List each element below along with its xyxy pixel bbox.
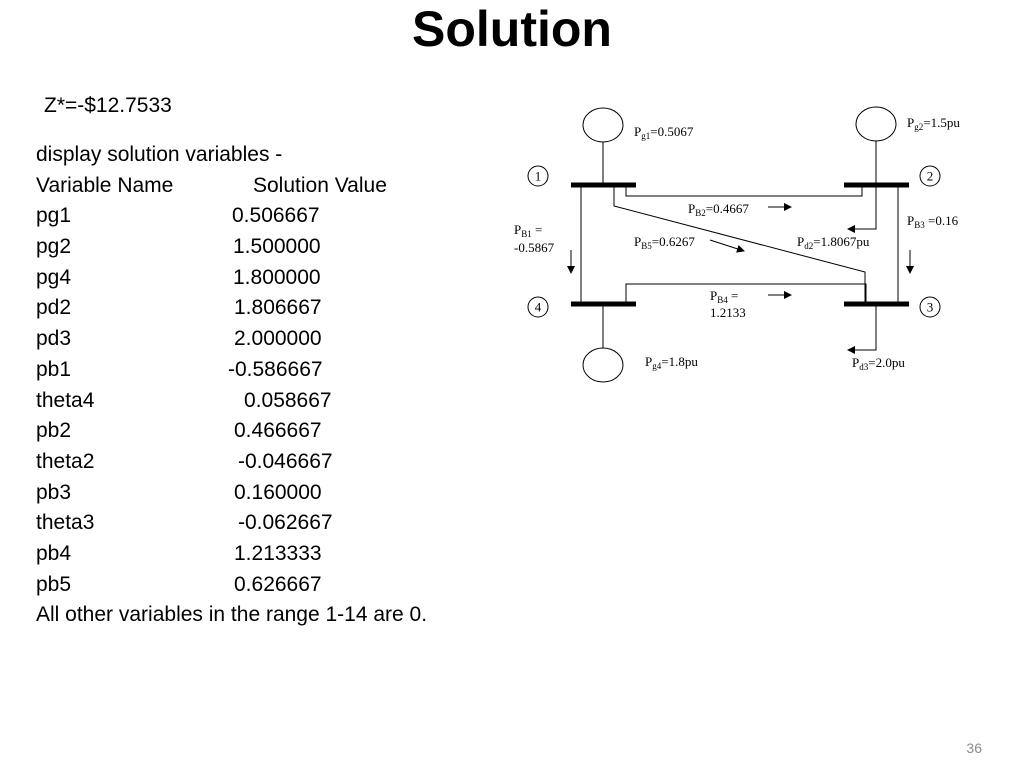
variable-value: 1.213333 xyxy=(234,541,322,565)
variable-name: pb2 xyxy=(36,419,72,443)
slide-title: Solution xyxy=(412,1,612,57)
label-pd2: Pd2=1.8067pu xyxy=(797,234,870,251)
bus-2-marker: 2 xyxy=(919,165,941,187)
line-1-3 xyxy=(613,185,866,304)
label-pb3: PB3 =0.16 xyxy=(907,213,959,230)
label-pg4: Pg4=1.8pu xyxy=(645,354,698,371)
label-pg2: Pg2=1.5pu xyxy=(907,115,960,132)
variable-value: 1.500000 xyxy=(233,235,321,259)
bus-1-number: 1 xyxy=(535,169,542,184)
label-pb5: PB5=0.6267 xyxy=(634,234,695,251)
flow-pb5-arrow xyxy=(709,239,745,253)
label-pb1: PB1 = xyxy=(514,222,542,239)
variable-value: 2.000000 xyxy=(234,327,322,351)
slide-number: 36 xyxy=(966,740,982,756)
label-pb4-value: 1.2133 xyxy=(710,305,746,320)
variable-name: pb5 xyxy=(36,572,72,596)
variable-name: pg1 xyxy=(36,204,72,228)
variable-name: pd2 xyxy=(36,296,72,320)
label-pb4: PB4 = xyxy=(710,288,738,305)
label-pg1: Pg1=0.5067 xyxy=(634,124,694,141)
variable-value: -0.062667 xyxy=(238,511,333,535)
variable-value: 0.506667 xyxy=(232,204,320,228)
variable-name: pb3 xyxy=(36,480,72,504)
display-header-text: display solution variables - xyxy=(36,143,283,166)
variable-name: pg2 xyxy=(36,235,72,259)
footer-note: All other variables in the range 1-14 ar… xyxy=(36,603,428,627)
variable-name: pb4 xyxy=(36,541,72,565)
bus-3-marker: 3 xyxy=(919,296,941,318)
variable-name: theta3 xyxy=(36,511,95,535)
generator-2-symbol xyxy=(855,106,897,142)
generator-4-symbol xyxy=(582,347,624,383)
objective-value: Z*=-$12.7533 xyxy=(44,94,172,117)
variable-name-header: Variable Name xyxy=(36,173,174,197)
variable-value: 1.806667 xyxy=(234,296,322,320)
solution-value-header: Solution Value xyxy=(253,173,387,197)
variable-name: pd3 xyxy=(36,327,72,351)
label-pb2: PB2=0.4667 xyxy=(688,201,749,218)
label-pd3: Pd3=2.0pu xyxy=(852,355,905,372)
variable-value: -0.586667 xyxy=(228,357,323,381)
bus-3-number: 3 xyxy=(927,300,934,315)
bus-2-number: 2 xyxy=(927,169,934,184)
load-2-arrow xyxy=(847,185,877,233)
variable-name: pb1 xyxy=(36,357,72,381)
line-1-2 xyxy=(625,185,863,197)
label-pg1-cut-clip: pu xyxy=(634,145,648,160)
generator-1-symbol xyxy=(582,107,624,143)
variable-value: 0.160000 xyxy=(234,480,322,504)
label-pg1-unit-cut: pu xyxy=(634,145,648,160)
line-4-3 xyxy=(625,283,867,304)
variable-name: theta2 xyxy=(36,449,95,473)
variable-name: theta4 xyxy=(36,388,95,412)
bus-1-marker: 1 xyxy=(527,165,549,187)
variable-value: 0.466667 xyxy=(234,419,322,443)
bus-4-marker: 4 xyxy=(527,296,549,318)
variable-value: 0.626667 xyxy=(234,572,322,596)
variable-value: 1.800000 xyxy=(233,265,321,289)
bus-4-number: 4 xyxy=(535,300,542,315)
label-pb1-value: -0.5867 xyxy=(514,240,555,255)
load-3-arrow xyxy=(847,304,877,354)
variable-value: -0.046667 xyxy=(238,449,333,473)
variable-value: 0.058667 xyxy=(244,388,332,412)
variable-name: pg4 xyxy=(36,265,72,289)
